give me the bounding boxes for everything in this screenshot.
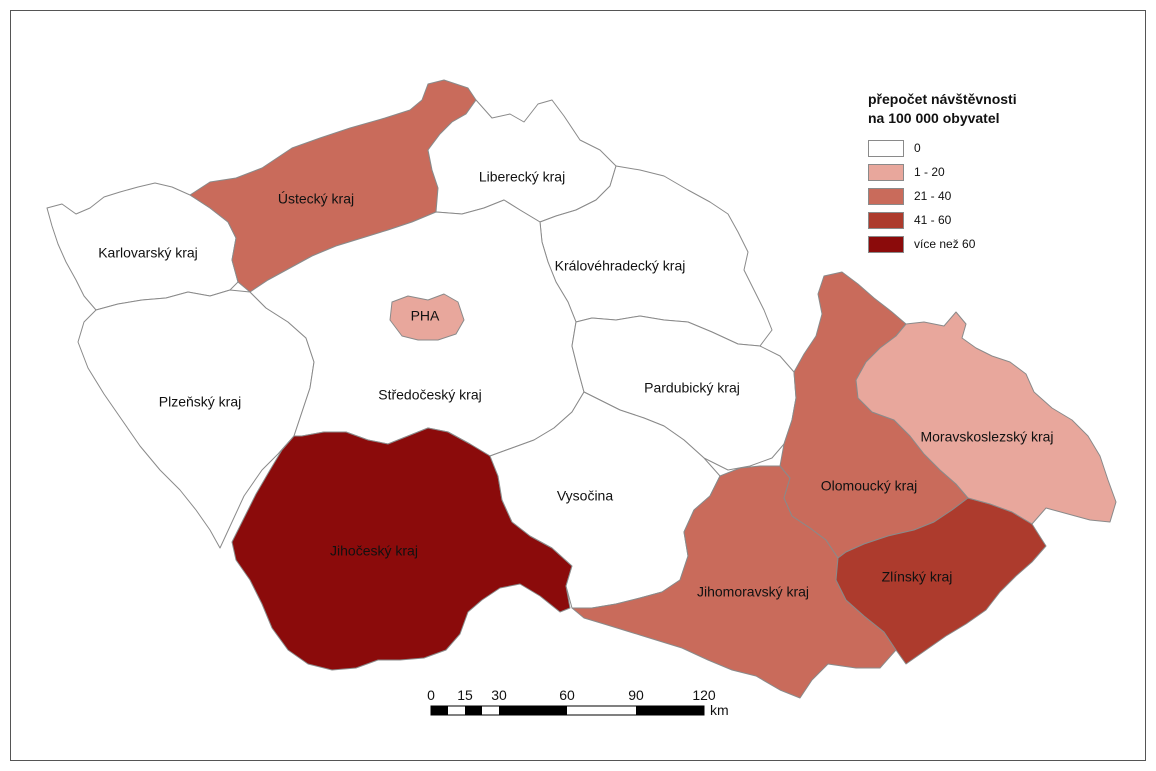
scale-segment — [499, 706, 567, 715]
region-label-karlovarsky: Karlovarský kraj — [98, 245, 198, 261]
legend-title-line-2: na 100 000 obyvatel — [868, 110, 1000, 126]
legend-swatch — [868, 187, 904, 205]
region-praha — [389, 293, 465, 341]
region-label-pardubicky: Pardubický kraj — [644, 380, 740, 396]
legend-label: 41 - 60 — [914, 213, 952, 227]
scale-unit: km — [710, 702, 729, 718]
region-label-jihocesky: Jihočeský kraj — [330, 543, 418, 559]
region-plzensky — [77, 289, 315, 549]
region-jihocesky — [231, 427, 573, 671]
scale-tick-label-120: 120 — [692, 687, 716, 703]
scale-segment — [465, 706, 482, 715]
region-label-olomoucky: Olomoucký kraj — [821, 478, 917, 494]
region-label-stredocesky: Středočeský kraj — [378, 387, 481, 403]
legend-swatch — [868, 139, 904, 157]
legend-item: 0 — [868, 136, 1098, 160]
legend-label: 1 - 20 — [914, 165, 945, 179]
region-label-kralovehradecky: Královéhradecký kraj — [555, 258, 686, 274]
legend-title: přepočet návštěvnosti na 100 000 obyvate… — [868, 90, 1098, 128]
region-label-liberecky: Liberecký kraj — [479, 169, 565, 185]
legend-swatch — [868, 211, 904, 229]
region-moravskoslezsky — [855, 311, 1117, 525]
legend-item: více než 60 — [868, 232, 1098, 256]
region-label-vysocina: Vysočina — [557, 488, 614, 504]
legend-item: 41 - 60 — [868, 208, 1098, 232]
scale-tick-label-60: 60 — [559, 687, 575, 703]
scale-tick-label-0: 0 — [427, 687, 435, 703]
region-zlinsky — [835, 497, 1047, 665]
region-label-praha: PHA — [411, 308, 440, 324]
scale-bar: 0 15 30 60 90 120 km — [427, 687, 729, 718]
region-label-plzensky: Plzeňský kraj — [159, 394, 241, 410]
legend-item: 21 - 40 — [868, 184, 1098, 208]
legend-swatch — [868, 235, 904, 253]
legend-label: 0 — [914, 141, 921, 155]
region-label-ustecky: Ústecký kraj — [278, 191, 354, 207]
scale-tick-label-15: 15 — [457, 687, 473, 703]
legend-label: více než 60 — [914, 237, 976, 251]
region-label-zlinsky: Zlínský kraj — [882, 569, 953, 585]
legend-item: 1 - 20 — [868, 160, 1098, 184]
region-label-jihomoravsky: Jihomoravský kraj — [697, 584, 809, 600]
scale-segment — [636, 706, 704, 715]
legend-label: 21 - 40 — [914, 189, 952, 203]
scale-segment — [431, 706, 448, 715]
legend-swatch — [868, 163, 904, 181]
legend-title-line-1: přepočet návštěvnosti — [868, 91, 1017, 107]
region-label-moravskoslezsky: Moravskoslezský kraj — [920, 429, 1053, 445]
scale-tick-label-90: 90 — [628, 687, 644, 703]
scale-tick-label-30: 30 — [491, 687, 507, 703]
legend: přepočet návštěvnosti na 100 000 obyvate… — [868, 90, 1098, 256]
